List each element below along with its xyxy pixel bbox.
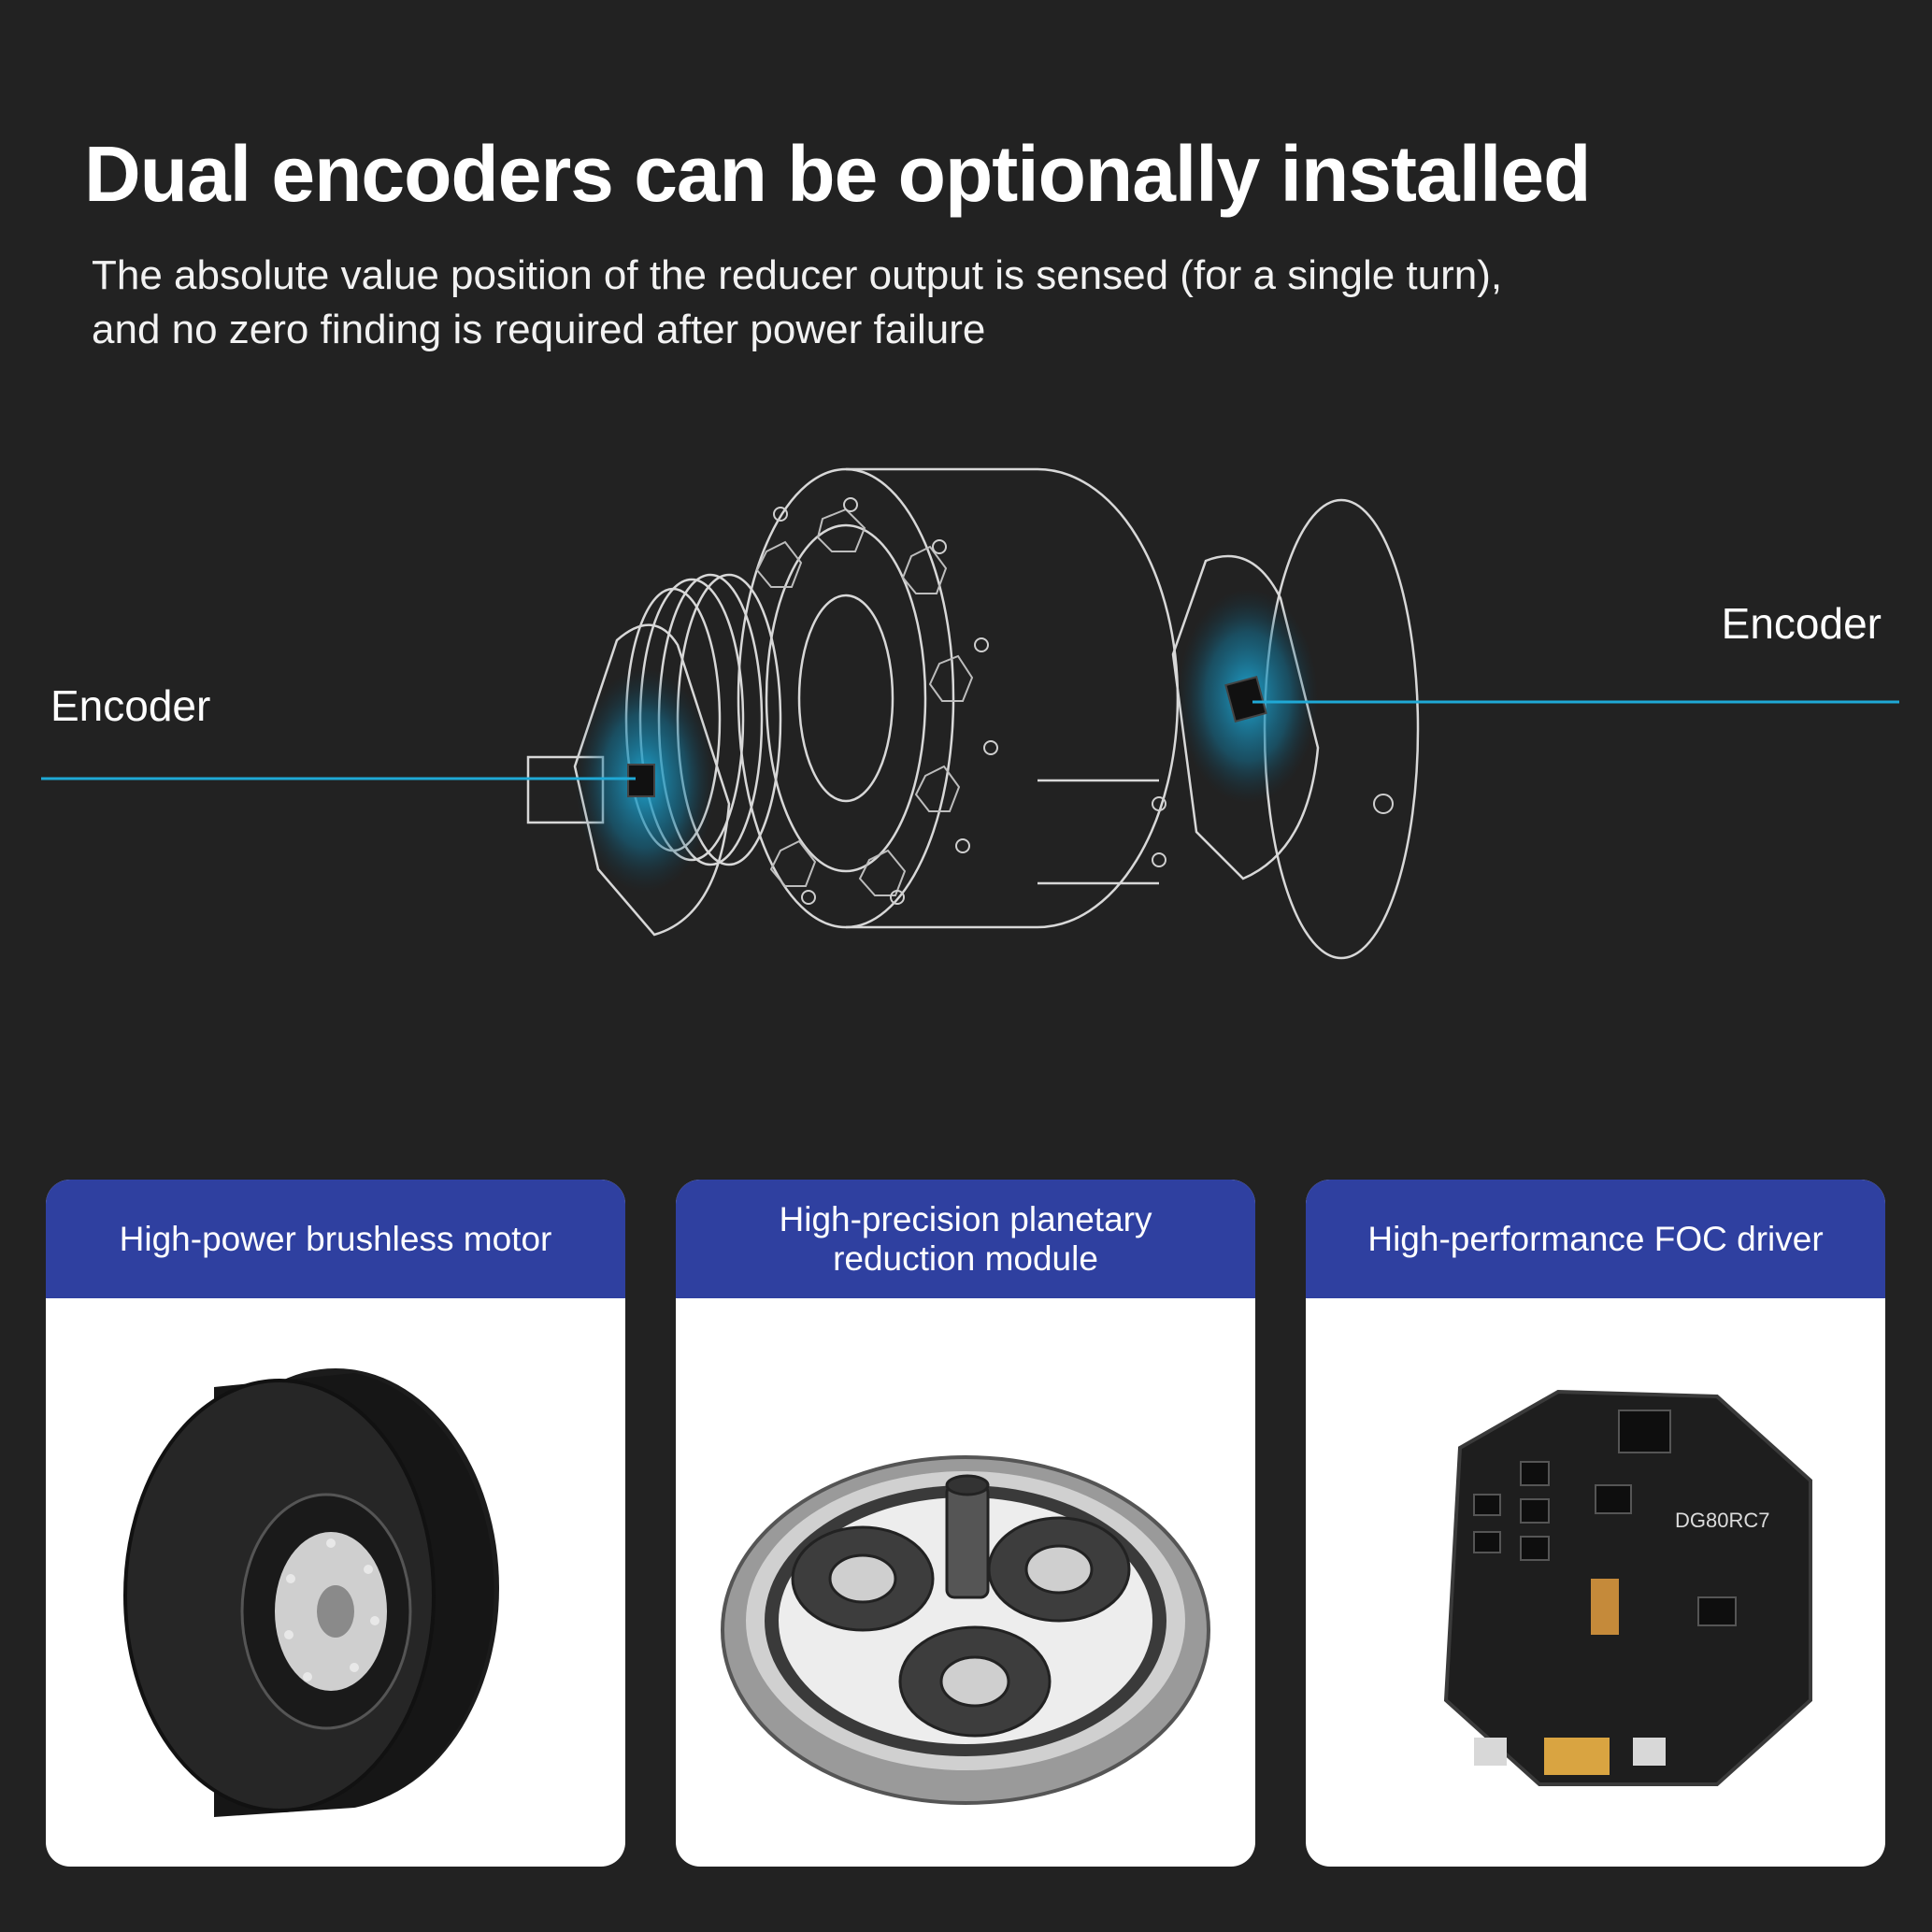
page-subtitle: The absolute value position of the reduc… — [92, 249, 1868, 357]
page-title: Dual encoders can be optionally installe… — [84, 130, 1591, 218]
subtitle-line-2: and no zero finding is required after po… — [92, 307, 986, 352]
card-foc-driver: High-performance FOC driver DG80RC7 — [1306, 1180, 1885, 1867]
right-encoder-label: Encoder — [1721, 599, 1882, 648]
board-marking: DG80RC7 — [1675, 1509, 1769, 1532]
left-encoder-board — [573, 623, 731, 937]
subtitle-line-1: The absolute value position of the reduc… — [92, 252, 1503, 298]
brushless-motor-image — [123, 1368, 499, 1817]
left-encoder-label: Encoder — [50, 681, 211, 730]
planetary-gear-image — [721, 1455, 1210, 1805]
exploded-actuator-diagram — [41, 467, 1899, 960]
right-encoder-board — [1171, 554, 1320, 880]
housing-front-face — [737, 467, 955, 929]
right-encoder-chip — [1224, 676, 1267, 723]
card-title: High-performance FOC driver — [1306, 1180, 1885, 1298]
card-title: High-power brushless motor — [46, 1180, 625, 1298]
card-planetary-reduction: High-precision planetary reduction modul… — [676, 1180, 1255, 1867]
card-brushless-motor: High-power brushless motor — [46, 1180, 625, 1867]
card-title: High-precision planetary reduction modul… — [676, 1180, 1255, 1298]
foc-driver-board-image: DG80RC7 — [1443, 1389, 1812, 1786]
left-encoder-chip — [627, 764, 655, 797]
